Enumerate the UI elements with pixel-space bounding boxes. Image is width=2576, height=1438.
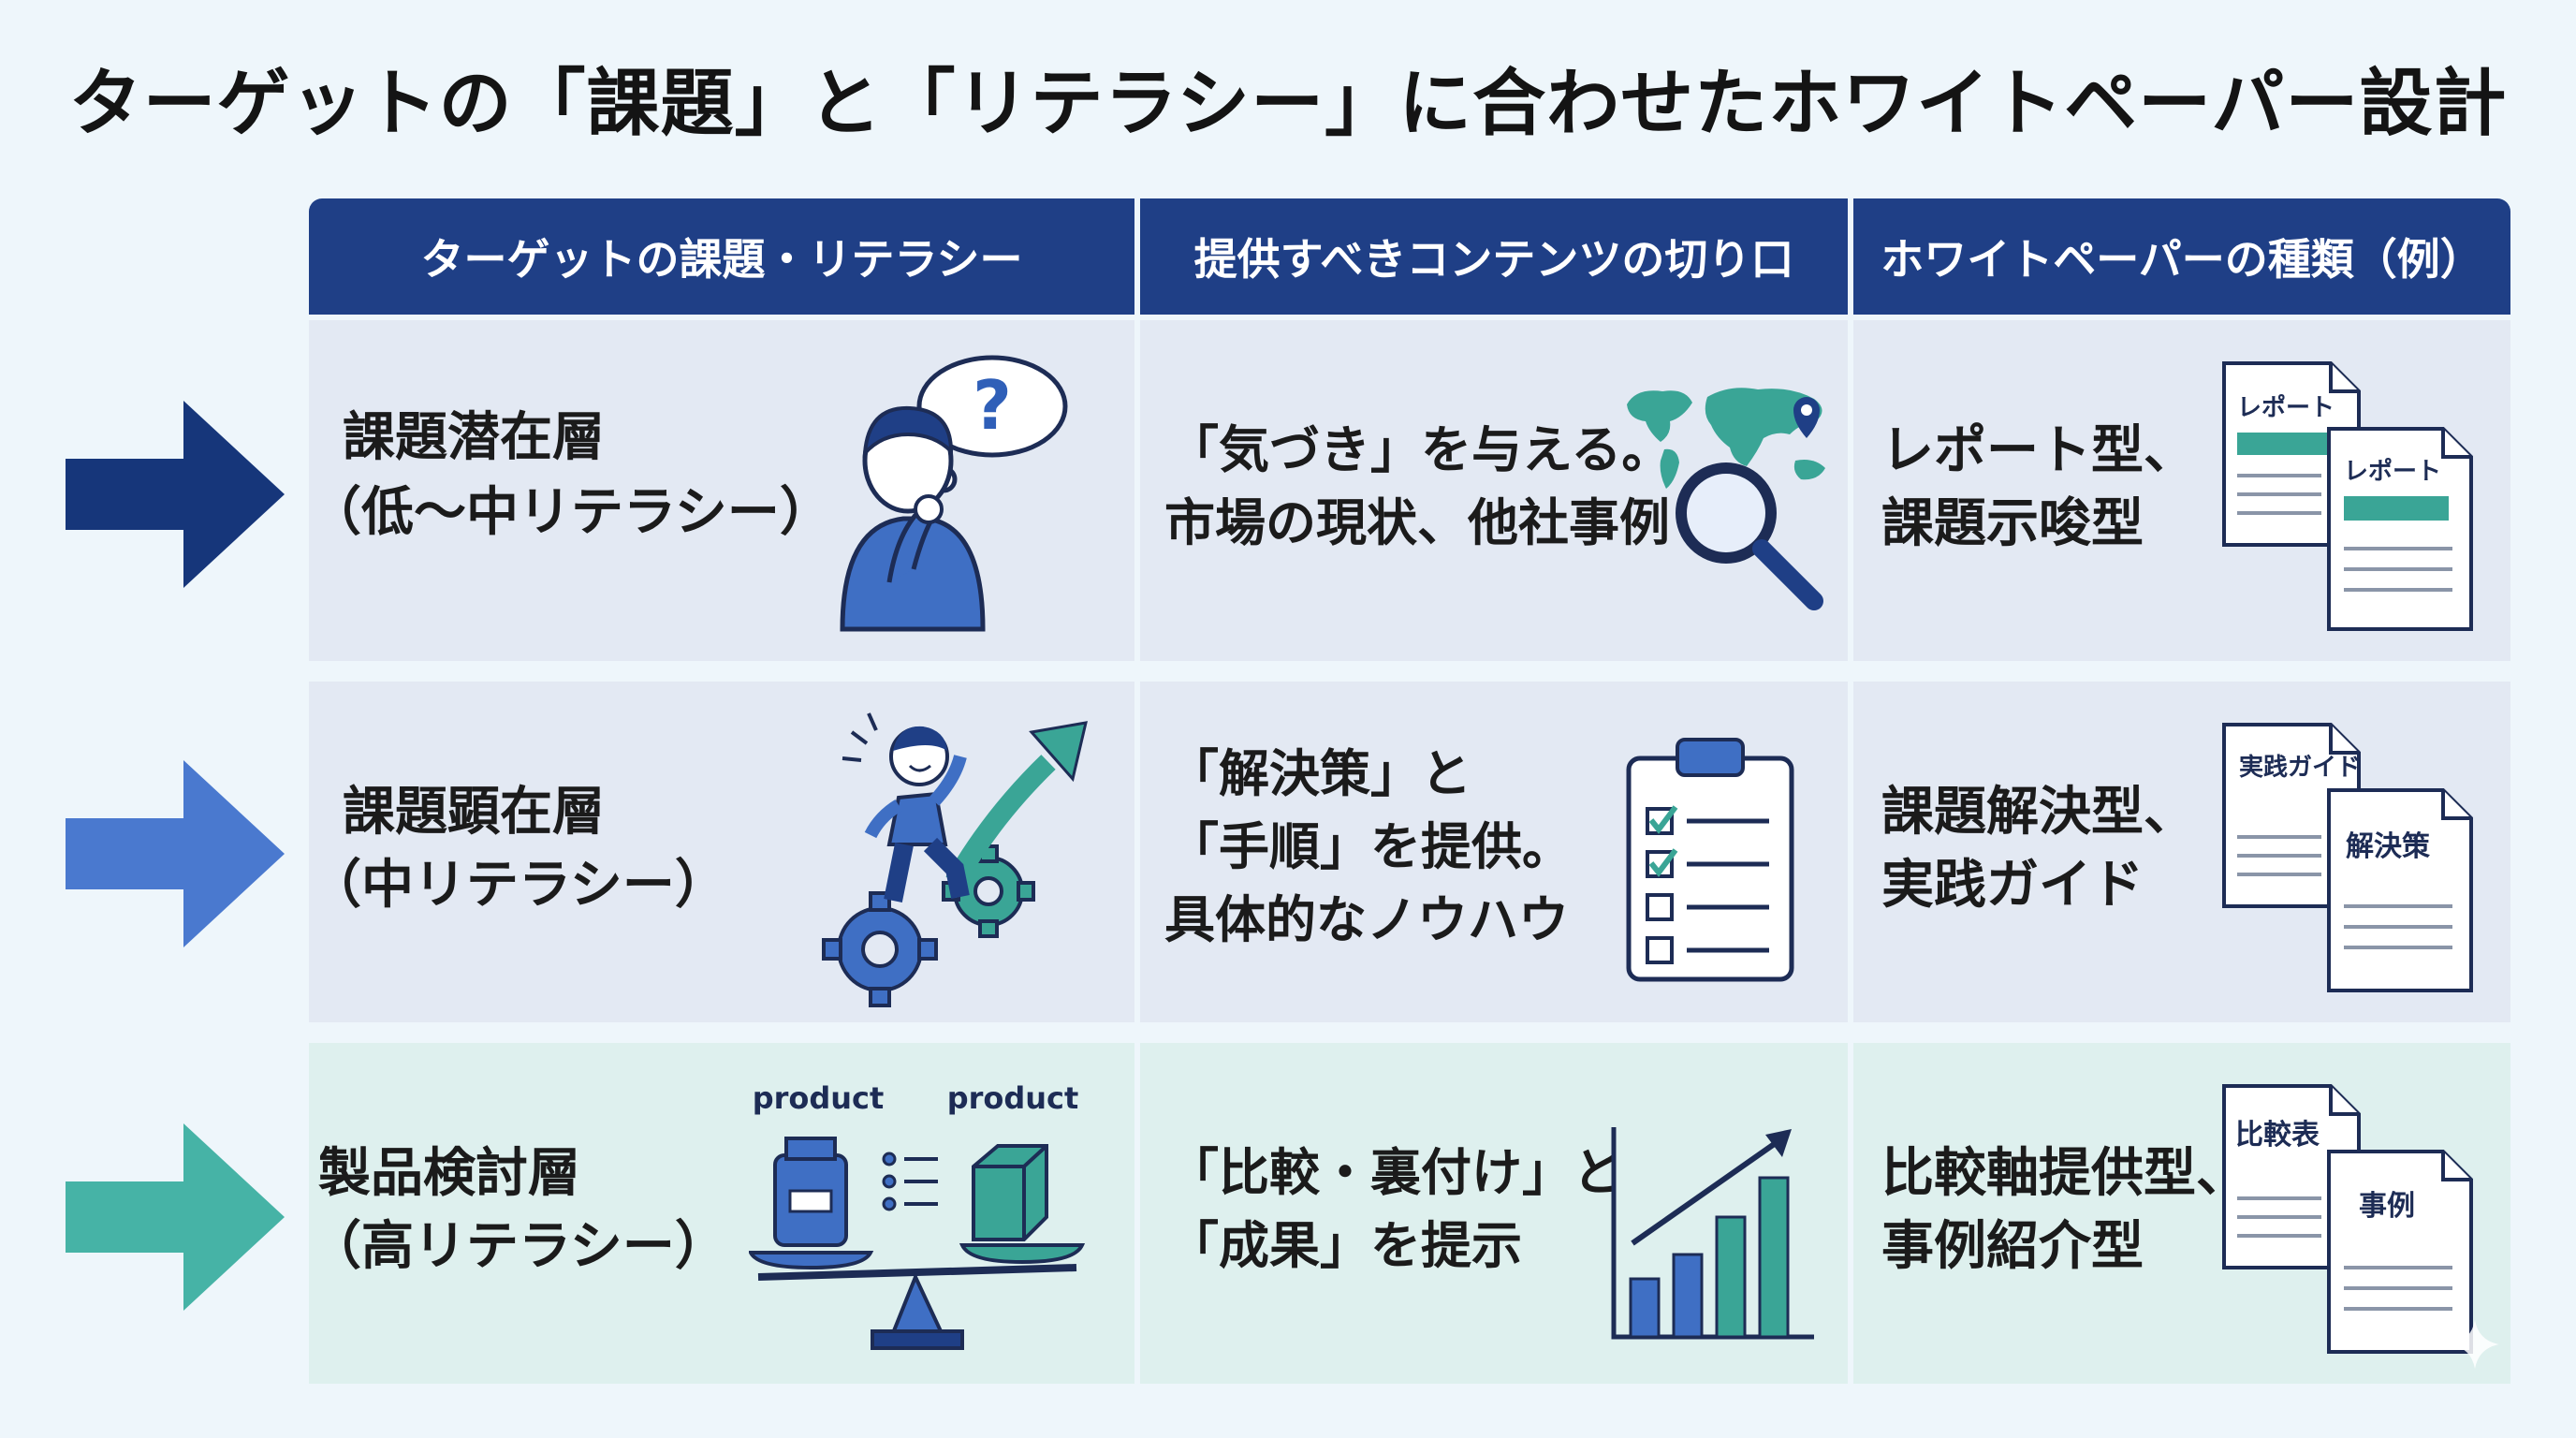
magnifier-icon bbox=[1676, 462, 1823, 610]
cell-segment: 課題潜在層 （低〜中リテラシー） ? bbox=[309, 320, 1134, 661]
type-line: 課題解決型、 bbox=[1881, 782, 2196, 843]
cell-content: 「比較・裏付け」と 「成果」を提示 bbox=[1140, 1043, 1848, 1384]
svg-text:?: ? bbox=[973, 366, 1012, 445]
row-arrow-2 bbox=[66, 760, 285, 947]
document-stack-icon: 比較表 事例 bbox=[2222, 1084, 2473, 1354]
person-climbing-gears-icon bbox=[822, 712, 1088, 1007]
header-type: ホワイトペーパーの種類（例） bbox=[1853, 198, 2510, 315]
type-line: 課題示唆型 bbox=[1881, 493, 2144, 554]
whitepaper-table: ターゲットの課題・リテラシー 提供すべきコンテンツの切り口 ホワイトペーパーの種… bbox=[309, 198, 2510, 1384]
header-target: ターゲットの課題・リテラシー bbox=[309, 198, 1134, 315]
content-line: 「手順」を提供。 bbox=[1168, 817, 1573, 876]
table-row-latent: 課題潜在層 （低〜中リテラシー） ? 「気づき」を与 bbox=[309, 320, 2510, 661]
checklist-clipboard-icon bbox=[1626, 738, 1794, 982]
segment-name: 課題潜在層 bbox=[343, 407, 605, 468]
type-line: 比較軸提供型、 bbox=[1881, 1143, 2248, 1204]
segment-literacy: （高リテラシー） bbox=[309, 1216, 727, 1277]
segment-name: 課題顕在層 bbox=[343, 782, 605, 843]
cell-content: 「解決策」と 「手順」を提供。 具体的なノウハウ bbox=[1140, 682, 1848, 1022]
header-content: 提供すべきコンテンツの切り口 bbox=[1140, 198, 1848, 315]
type-line: レポート型、 bbox=[1881, 420, 2196, 481]
content-line: 「成果」を提示 bbox=[1168, 1216, 1522, 1275]
scale-label-right: product bbox=[947, 1080, 1079, 1116]
table-header: ターゲットの課題・リテラシー 提供すべきコンテンツの切り口 ホワイトペーパーの種… bbox=[309, 198, 2510, 315]
cell-content: 「気づき」を与える。 市場の現状、他社事例 bbox=[1140, 320, 1848, 661]
document-stack-icon: 実践ガイド 解決策 bbox=[2222, 723, 2473, 992]
document-stack-icon: レポート レポート bbox=[2222, 361, 2473, 631]
cell-type: レポート型、 課題示唆型 レポート レポート bbox=[1853, 320, 2510, 661]
content-line: 「比較・裏付け」と bbox=[1168, 1143, 1623, 1202]
page-title: ターゲットの「課題」と「リテラシー」に合わせたホワイトペーパー設計 bbox=[68, 62, 2508, 146]
doc-label-front: レポート bbox=[2344, 457, 2441, 486]
content-line: 「気づき」を与える。 bbox=[1168, 420, 1673, 479]
row-arrow-1 bbox=[66, 401, 285, 588]
segment-literacy: （中リテラシー） bbox=[309, 855, 727, 916]
doc-label-back: 比較表 bbox=[2235, 1119, 2320, 1152]
doc-label-front: 事例 bbox=[2359, 1190, 2415, 1223]
cell-type: 課題解決型、 実践ガイド 実践ガイド 解決策 bbox=[1853, 682, 2510, 1022]
table-row-apparent: 課題顕在層 （中リテラシー） bbox=[309, 682, 2510, 1022]
cell-segment: 課題顕在層 （中リテラシー） bbox=[309, 682, 1134, 1022]
row-arrow-3 bbox=[66, 1123, 285, 1311]
content-line: 市場の現状、他社事例 bbox=[1164, 493, 1670, 552]
doc-label-back: 実践ガイド bbox=[2239, 753, 2361, 782]
scale-label-left: product bbox=[753, 1080, 885, 1116]
type-line: 事例紹介型 bbox=[1881, 1216, 2144, 1277]
thinking-person-icon: ? bbox=[840, 355, 1068, 632]
bar-chart-icon bbox=[1611, 1127, 1814, 1340]
sparkle-icon bbox=[2451, 1320, 2499, 1369]
type-line: 実践ガイド bbox=[1881, 855, 2144, 916]
cell-segment: 製品検討層 （高リテラシー） product product bbox=[309, 1043, 1134, 1384]
cell-type: 比較軸提供型、 事例紹介型 比較表 事例 bbox=[1853, 1043, 2510, 1384]
segment-name: 製品検討層 bbox=[318, 1143, 580, 1204]
world-map-icon bbox=[1627, 388, 1825, 489]
balance-scale-icon: product product bbox=[749, 1080, 1086, 1350]
segment-literacy: （低〜中リテラシー） bbox=[309, 482, 832, 543]
doc-label-front: 解決策 bbox=[2346, 830, 2430, 863]
table-row-evaluation: 製品検討層 （高リテラシー） product product bbox=[309, 1043, 2510, 1384]
content-line: 「解決策」と bbox=[1168, 744, 1471, 803]
content-line: 具体的なノウハウ bbox=[1164, 890, 1569, 949]
doc-label-back: レポート bbox=[2237, 393, 2334, 422]
